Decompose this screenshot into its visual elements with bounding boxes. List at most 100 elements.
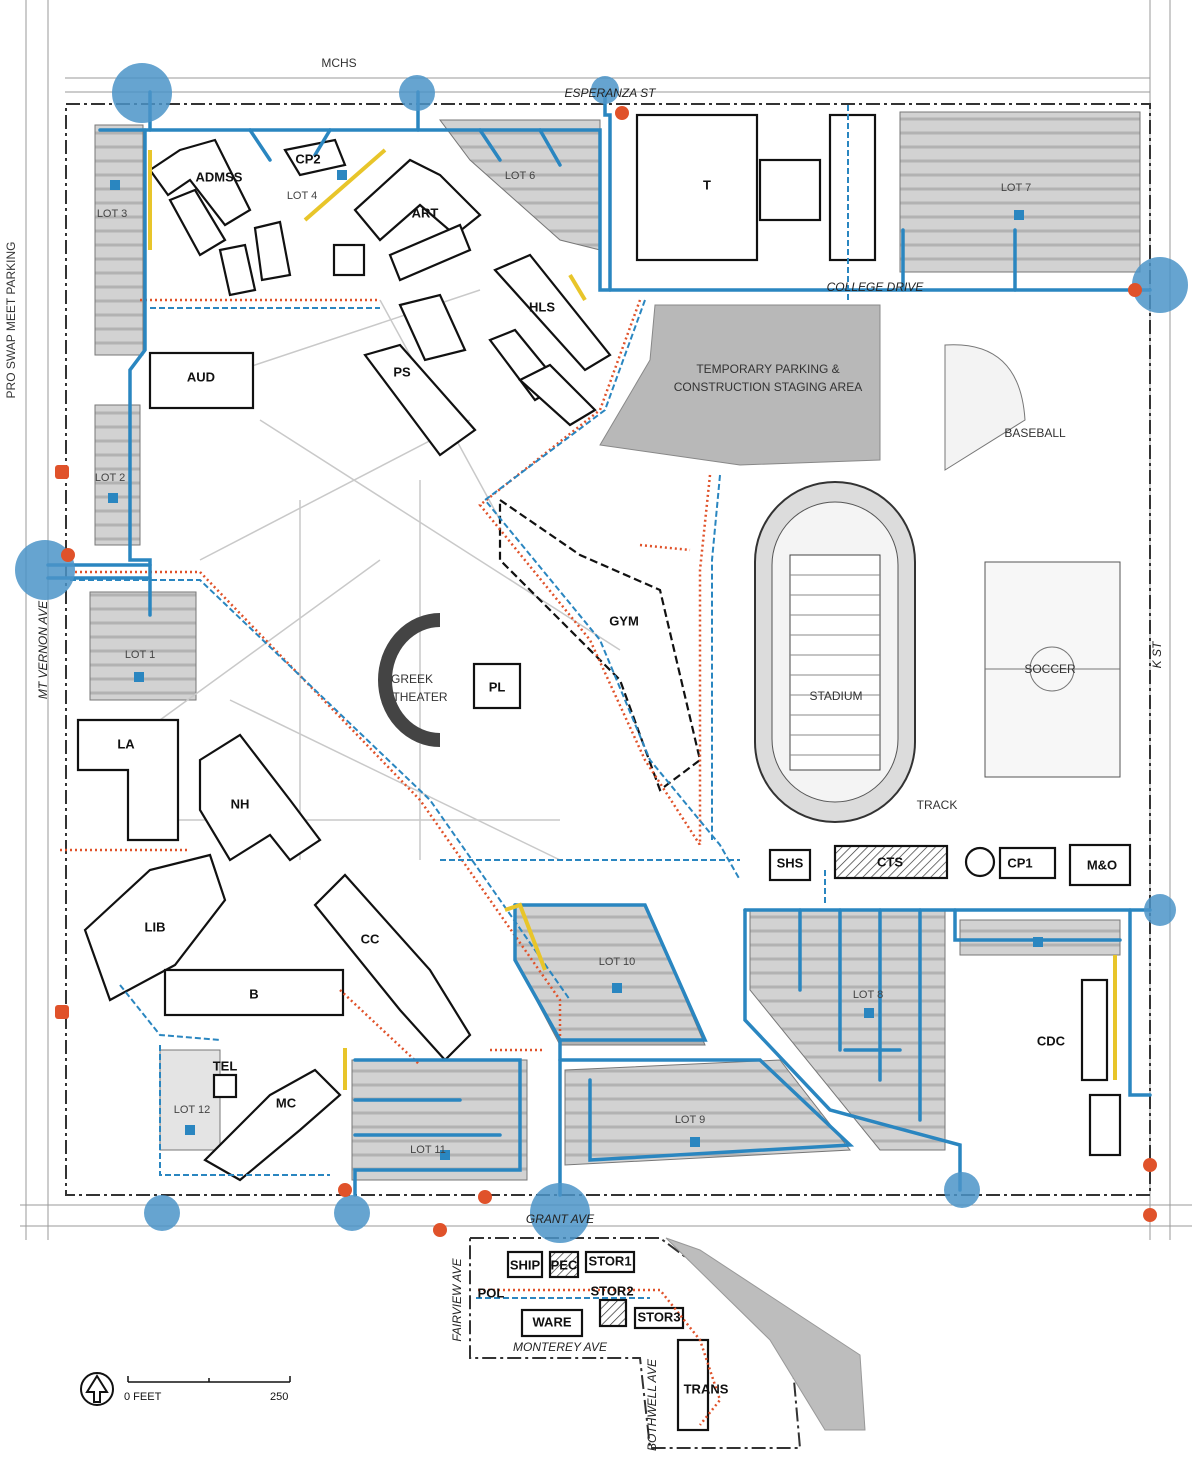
pol-label: POL [478,1285,505,1300]
scale-bar [127,1376,291,1383]
hydrant-icon [478,1190,492,1204]
building-cp2 [283,138,347,177]
hls-label: HLS [529,299,555,314]
connection-point-w [15,540,75,600]
b-label: B [249,986,258,1001]
lot-8-label: LOT 8 [853,989,883,1001]
building-nh [198,733,322,862]
lot-7-area [899,111,1141,273]
k-st-label: K ST [1150,640,1164,668]
lot-9-area [564,1059,851,1166]
college-drive-label: COLLEGE DRIVE [827,280,925,294]
t-label: T [703,177,711,192]
baseball-label: BASEBALL [1004,426,1066,440]
lot-2-area [94,404,141,546]
building-mo [1068,843,1132,887]
building-cdc-annex [1080,978,1109,1082]
hydrant-icon [338,1183,352,1197]
greek-theater-label-2: THEATER [392,690,447,704]
lot-4-label: LOT 4 [287,190,317,202]
greek-theater-label-1: GREEK [391,672,433,686]
hydrant-markers [55,106,1157,1237]
parking-icon [864,1008,874,1018]
monterey-ave-label: MONTEREY AVE [513,1340,608,1354]
shs-label: SHS [777,855,804,870]
connection-point-s2 [334,1195,370,1231]
utility-connection-points [15,63,1188,1243]
hydrant-icon [615,106,629,120]
lot-9-label: LOT 9 [675,1114,705,1126]
parking-icon [1014,210,1024,220]
building-mc [203,1068,342,1182]
building-aud [148,351,255,410]
embankment [665,1237,866,1431]
building-ps [363,343,477,457]
connection-point-nw [112,63,172,123]
buildings [76,113,1132,1432]
valve-icon [55,1005,69,1019]
water-lines [70,105,849,1299]
north-arrow-icon [80,1372,114,1406]
building-stor1 [584,1250,636,1274]
cdc-label: CDC [1037,1033,1066,1048]
la-label: LA [117,736,135,751]
building-t [635,113,759,262]
parking-icon [612,983,622,993]
fire-water-mains [46,90,1152,1197]
scale-end-label: 250 [270,1391,288,1403]
gas-lines [148,148,1117,1090]
parking-icon [134,672,144,682]
cts-label: CTS [877,854,903,869]
hydrant-icon [1143,1158,1157,1172]
parking-signs [108,170,1043,1160]
building-pl [472,662,522,710]
fairview-ave-label: FAIRVIEW AVE [450,1257,464,1341]
grant-ave-label: GRANT AVE [526,1212,595,1226]
trans-label: TRANS [684,1381,729,1396]
aud-label: AUD [187,369,215,384]
lib-label: LIB [145,919,166,934]
building-admss [148,138,252,227]
building-lib [83,853,227,1002]
building-stor3 [633,1306,685,1330]
soccer-label: SOCCER [1024,662,1076,676]
pec-label: PEC [551,1257,578,1272]
building-la [76,718,180,842]
lot-2-label: LOT 2 [95,472,125,484]
hydrant-icon [433,1223,447,1237]
esperanza-st-label: ESPERANZA ST [565,86,658,100]
connection-point-ne [1132,257,1188,313]
stadium [754,481,916,823]
building-ware [520,1308,584,1338]
hydrant-icon [1128,283,1142,297]
track-label: TRACK [917,798,958,812]
parking-icon [110,180,120,190]
building-pec [548,1250,580,1279]
sewer-lines [60,298,722,1426]
cp2-label: CP2 [295,151,320,166]
lot-3-area [94,124,144,356]
hydrant-icon [61,548,75,562]
mc-label: MC [276,1095,297,1110]
building-tel [212,1073,238,1099]
lot-6-label: LOT 6 [505,170,535,182]
stor2-label: STOR2 [590,1283,633,1298]
stor3-label: STOR3 [637,1309,680,1324]
lot-1-label: LOT 1 [125,649,155,661]
parking-icon [1033,937,1043,947]
lot-7-label: LOT 7 [1001,182,1031,194]
football-field [789,554,881,771]
ps-label: PS [393,364,411,379]
admss-label: ADMSS [196,169,243,184]
cc-label: CC [361,931,380,946]
building-trans [676,1338,710,1432]
connection-point-s3 [530,1183,590,1243]
lot-10-label: LOT 10 [599,956,636,968]
ware-label: WARE [533,1314,572,1329]
parking-icon [440,1150,450,1160]
lot-3-label: LOT 3 [97,208,127,220]
building-gym [498,497,702,792]
parking-lots [89,111,1141,1181]
lot-1-area [89,591,197,701]
